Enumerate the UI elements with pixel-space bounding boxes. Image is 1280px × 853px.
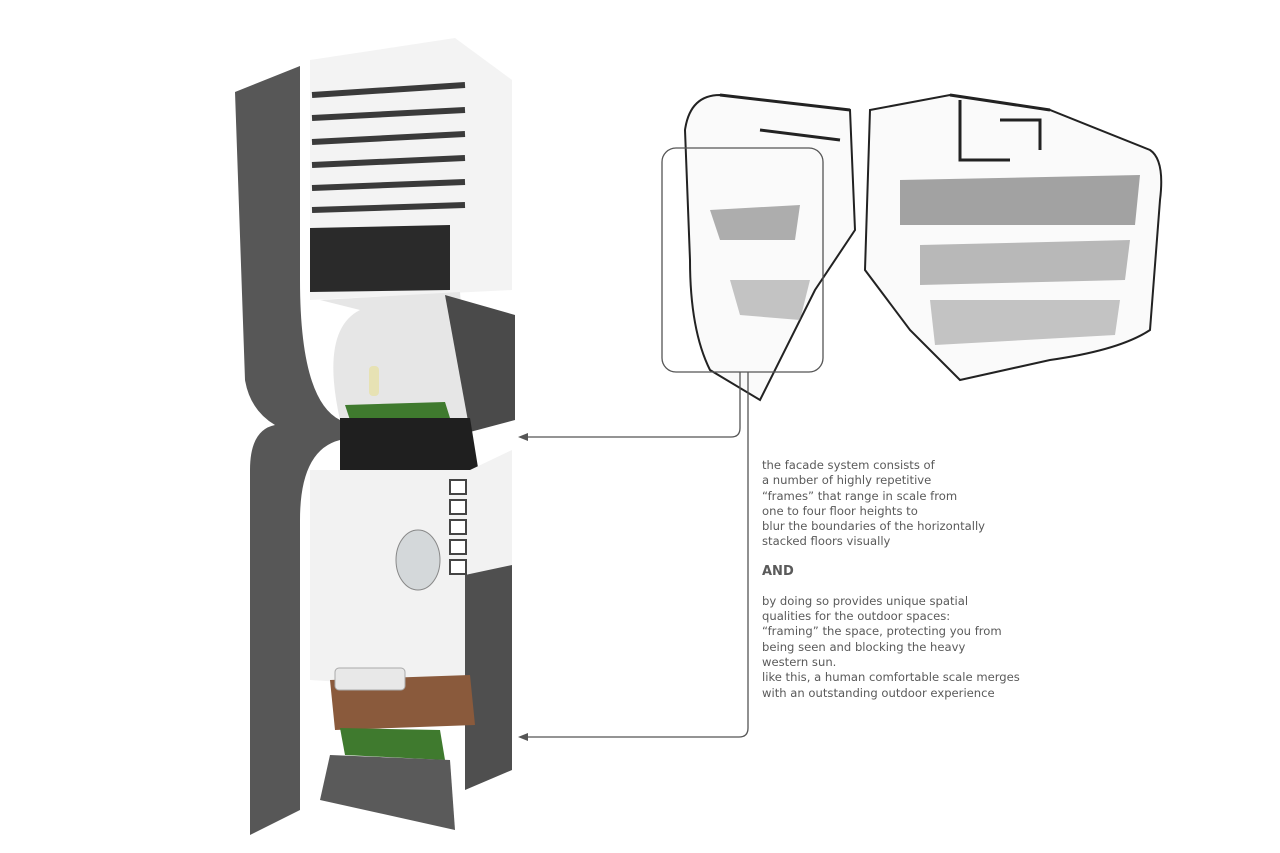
upper-terrace-void — [320, 292, 470, 420]
text-line: blur the boundaries of the horizontally — [762, 519, 986, 534]
arrow-upper-terrace — [522, 372, 741, 438]
lower-dark-side — [465, 565, 512, 790]
text-line: stacked floors visually — [762, 534, 891, 549]
text-line: western sun. — [762, 654, 837, 669]
text-line: “framing” the space, protecting you from — [762, 624, 1002, 639]
text-line: qualities for the outdoor spaces: — [762, 609, 951, 624]
text-line: “frames” that range in scale from — [762, 488, 958, 503]
left-wing — [683, 93, 857, 402]
left-facade-frame — [235, 66, 340, 835]
base-panel — [320, 755, 455, 830]
floor-slabs — [710, 175, 1140, 345]
upper-planter — [345, 402, 450, 420]
isometric-floorplan-model — [683, 93, 1163, 402]
sofa — [334, 667, 406, 691]
dark-band-upper — [310, 225, 450, 292]
person-figure — [369, 366, 379, 396]
text-line: the facade system consists of — [762, 458, 935, 472]
text-line: by doing so provides unique spatial — [762, 593, 969, 608]
arrowhead-upper — [518, 433, 528, 441]
detail-callout-box — [661, 147, 824, 373]
dark-band-middle — [340, 418, 480, 480]
callout-arrows — [522, 372, 749, 738]
arrow-lower-terrace — [522, 372, 749, 738]
connector-heading: AND — [762, 563, 794, 579]
text-line: being seen and blocking the heavy — [762, 639, 966, 654]
text-line: like this, a human comfortable scale mer… — [762, 670, 1020, 685]
upper-dark-side — [445, 295, 515, 432]
lower-planter — [340, 728, 445, 760]
glass-elevator — [395, 529, 441, 591]
interior-walls — [719, 93, 1051, 162]
text-line: a number of highly repetitive — [762, 473, 932, 488]
arrowhead-lower — [518, 733, 528, 741]
text-line: with an outstanding outdoor experience — [762, 685, 995, 700]
lower-frames — [449, 479, 467, 575]
louver-slats — [311, 82, 466, 213]
text-line: one to four floor heights to — [762, 503, 918, 518]
tower-section-render — [235, 38, 515, 835]
